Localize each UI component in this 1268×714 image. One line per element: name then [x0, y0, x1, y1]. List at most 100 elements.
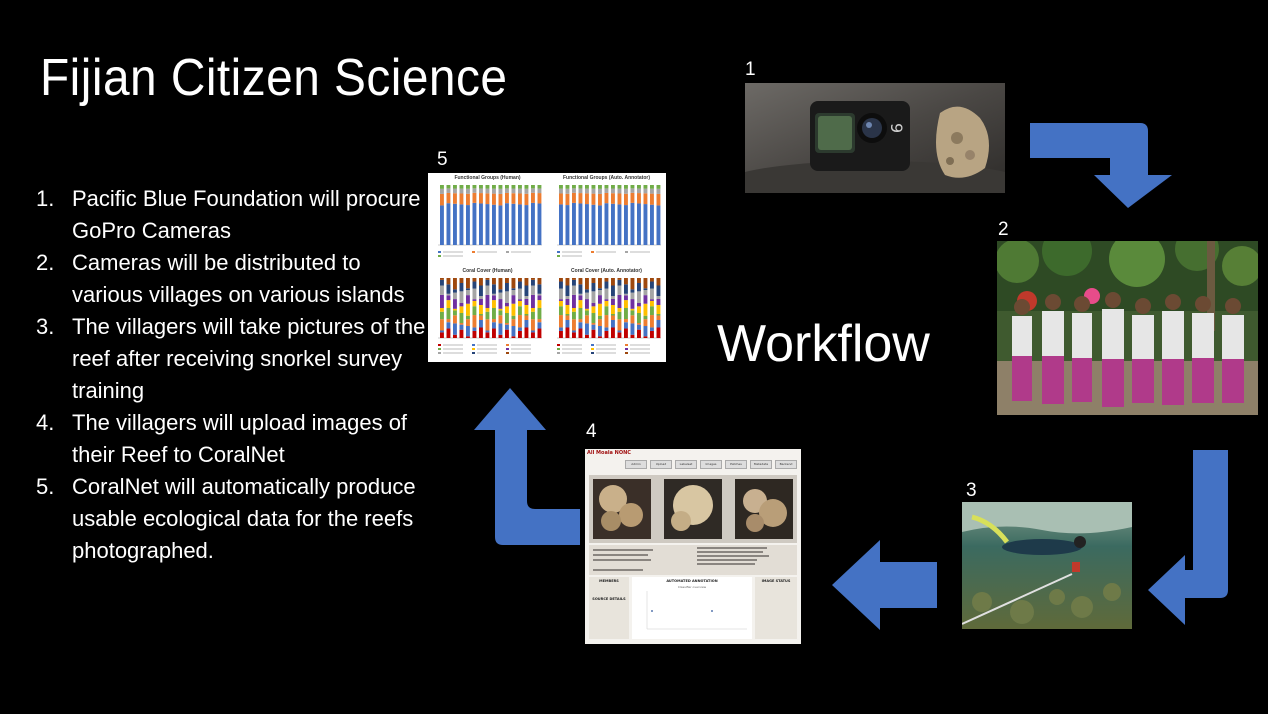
- coralnet-source-title: All Moala NONC: [587, 450, 631, 456]
- results-bar-segment: [479, 314, 483, 316]
- results-bar-segment: [591, 185, 596, 189]
- results-bar-segment: [459, 185, 464, 189]
- results-bar-segment: [479, 315, 483, 320]
- results-bar-segment: [498, 289, 503, 293]
- results-bar-segment: [498, 334, 503, 338]
- results-legend-swatch: [506, 344, 509, 346]
- results-bar-segment: [630, 323, 635, 335]
- results-bar-segment: [453, 315, 457, 324]
- coralnet-nav-images[interactable]: Images: [700, 460, 722, 469]
- results-bar-segment: [531, 332, 535, 338]
- results-bar-segment: [466, 303, 470, 316]
- results-bar-segment: [650, 185, 654, 189]
- results-bar-segment: [637, 324, 641, 330]
- results-bar-segment: [650, 315, 654, 328]
- results-bar-segment: [492, 322, 496, 329]
- results-bar-segment: [511, 315, 516, 320]
- results-bar-segment: [440, 294, 444, 308]
- results-bar-segment: [578, 319, 583, 323]
- results-bar-segment: [498, 185, 503, 189]
- results-bar-segment: [453, 289, 457, 293]
- results-legend-swatch: [557, 251, 560, 253]
- results-bar-segment: [591, 306, 596, 313]
- results-bar-segment: [611, 305, 615, 314]
- results-bar-segment: [459, 306, 464, 313]
- coralnet-nav-backend[interactable]: Backend: [775, 460, 797, 469]
- results-bar-segment: [611, 296, 615, 299]
- results-bar-segment: [650, 306, 654, 316]
- results-bar-segment: [604, 203, 609, 245]
- arrow-left-up-icon: [474, 388, 580, 545]
- results-bar-segment: [518, 185, 522, 189]
- results-bar-segment: [498, 315, 503, 324]
- results-bar-segment: [472, 299, 477, 301]
- results-bar-segment: [537, 203, 542, 245]
- coralnet-nav-labelset[interactable]: Labelset: [675, 460, 697, 469]
- results-bar-segment: [518, 330, 522, 338]
- results-bar-segment: [572, 185, 576, 189]
- results-bar-segment: [565, 193, 570, 206]
- results-bar-segment: [518, 188, 522, 194]
- results-legend-text-placeholder: [562, 344, 582, 346]
- results-bar-segment: [498, 205, 503, 245]
- results-legend-swatch: [625, 352, 628, 354]
- results-legend-swatch: [557, 348, 560, 350]
- results-legend-text-placeholder: [511, 251, 531, 253]
- results-bar-segment: [531, 294, 535, 308]
- results-legend-swatch: [591, 348, 594, 350]
- results-bar-segment: [565, 185, 570, 189]
- results-bar-segment: [591, 204, 596, 245]
- results-bar-segment: [565, 327, 570, 338]
- results-bar-segment: [505, 283, 509, 292]
- results-bar-segment: [472, 300, 477, 307]
- results-bar-segment: [498, 278, 503, 290]
- results-bar-segment: [559, 306, 563, 316]
- step-number: 4.: [36, 410, 55, 435]
- results-bar-segment: [598, 295, 602, 304]
- results-bar-segment: [511, 290, 516, 296]
- results-bar-segment: [440, 319, 444, 331]
- coralnet-nav-admin[interactable]: Admin: [625, 460, 647, 469]
- results-bar-segment: [472, 330, 477, 338]
- results-bar-segment: [630, 192, 635, 203]
- results-bar-segment: [485, 332, 490, 338]
- results-bar-segment: [511, 326, 516, 337]
- results-bar-segment: [466, 205, 470, 245]
- results-bar-segment: [531, 279, 535, 286]
- results-bar-segment: [624, 319, 628, 323]
- results-bar-segment: [446, 188, 451, 193]
- results-bar-segment: [440, 205, 444, 245]
- results-legend-swatch: [472, 251, 475, 253]
- results-bar-segment: [531, 311, 535, 320]
- coralnet-nav-upload[interactable]: Upload: [650, 460, 672, 469]
- results-bar-segment: [459, 323, 464, 325]
- results-bar-segment: [446, 185, 451, 189]
- results-bar-segment: [617, 188, 622, 194]
- results-bar-segment: [459, 329, 464, 338]
- results-bar-segment: [656, 185, 661, 189]
- results-bar-segment: [643, 295, 648, 304]
- results-bar-segment: [518, 300, 522, 307]
- results-bar-segment: [656, 327, 661, 338]
- results-bar-segment: [650, 327, 654, 331]
- coralnet-nav-metadata[interactable]: Metadata: [750, 460, 772, 469]
- results-legend-swatch: [557, 344, 560, 346]
- results-legend-text-placeholder: [477, 348, 497, 350]
- results-bar-segment: [585, 292, 589, 300]
- results-bar-segment: [459, 324, 464, 330]
- step-number: 1.: [36, 186, 55, 211]
- results-bar-segment: [459, 313, 464, 323]
- results-bar-segment: [440, 308, 444, 312]
- results-legend-swatch: [625, 344, 628, 346]
- results-bar-segment: [492, 295, 496, 301]
- image-number-4: 4: [586, 421, 597, 442]
- results-bar-segment: [524, 188, 529, 194]
- results-bar-segment: [472, 327, 477, 331]
- results-bar-segment: [630, 334, 635, 338]
- coralnet-nav-patches[interactable]: Patches: [725, 460, 747, 469]
- results-legend-swatch: [506, 352, 509, 354]
- results-bar-segment: [598, 290, 602, 296]
- results-bar-segment: [440, 278, 444, 280]
- results-bar-segment: [492, 293, 496, 296]
